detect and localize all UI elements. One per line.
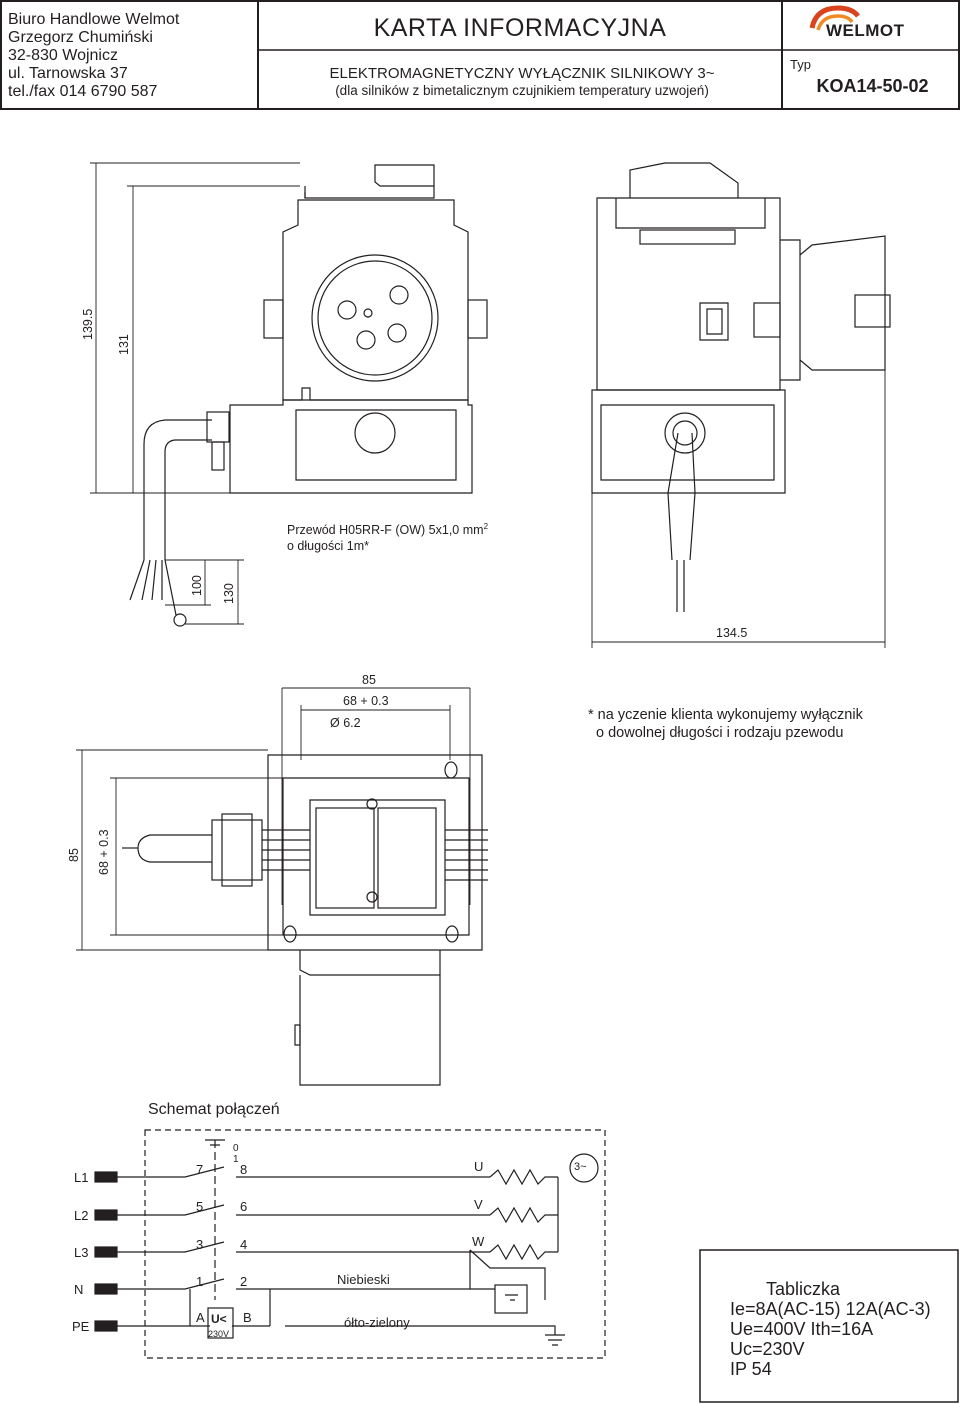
line-l1: L1 bbox=[74, 1170, 89, 1185]
motor-phase-w: W bbox=[472, 1234, 485, 1249]
cable-length-label: o długości 1m* bbox=[287, 539, 369, 553]
plate-line-3: Uc=230V bbox=[730, 1339, 805, 1359]
contact-3: 3 bbox=[196, 1237, 204, 1252]
wiring-schematic bbox=[94, 1129, 606, 1359]
wire-blue-label: Niebieski bbox=[337, 1272, 390, 1287]
plate-line-1: Ie=8A(AC-15) 12A(AC-3) bbox=[730, 1299, 931, 1319]
plate-line-2: Ue=400V Ith=16A bbox=[730, 1319, 874, 1339]
dim-139-5: 139.5 bbox=[81, 308, 95, 340]
line-n: N bbox=[74, 1282, 84, 1297]
plate-title: Tabliczka bbox=[766, 1279, 841, 1299]
schematic-title: Schemat połączeń bbox=[148, 1101, 280, 1118]
company-line-2: Grzegorz Chumiński bbox=[8, 29, 153, 46]
motor-symbol: 3~ bbox=[574, 1161, 587, 1173]
welmot-logo-icon bbox=[809, 5, 860, 31]
company-line-1: Biuro Handlowe Welmot bbox=[8, 11, 180, 28]
plate-line-4: IP 54 bbox=[730, 1359, 772, 1379]
contact-2: 2 bbox=[240, 1274, 248, 1289]
dim-130: 130 bbox=[222, 583, 236, 604]
dim-85-top: 85 bbox=[362, 673, 376, 687]
type-value: KOA14-50-02 bbox=[816, 76, 929, 96]
contact-6: 6 bbox=[240, 1199, 248, 1214]
logo-text: WELMOT bbox=[826, 21, 905, 40]
dim-100: 100 bbox=[190, 575, 204, 596]
front-view bbox=[129, 164, 488, 627]
coil-terminal-a: A bbox=[196, 1310, 205, 1325]
dim-131: 131 bbox=[117, 334, 131, 355]
front-dimensions bbox=[90, 162, 300, 625]
side-view bbox=[591, 162, 891, 612]
wire-pe-label: ółto-zielony bbox=[344, 1315, 410, 1330]
motor-phase-v: V bbox=[474, 1197, 483, 1212]
dim-68-side: 68 + 0.3 bbox=[97, 829, 111, 875]
note-line-1: * na yczenie klienta wykonujemy wyłączni… bbox=[588, 707, 863, 723]
coil-terminal-b: B bbox=[243, 1310, 252, 1325]
contact-4: 4 bbox=[240, 1237, 248, 1252]
undervoltage-coil-label: U< bbox=[211, 1312, 227, 1326]
motor-phase-u: U bbox=[474, 1159, 484, 1174]
company-line-4: ul. Tarnowska 37 bbox=[8, 65, 128, 82]
company-line-3: 32-830 Wojnicz bbox=[8, 47, 118, 64]
line-l2: L2 bbox=[74, 1208, 89, 1223]
dim-68-top: 68 + 0.3 bbox=[343, 694, 389, 708]
contact-1: 1 bbox=[196, 1274, 204, 1289]
contact-7: 7 bbox=[196, 1162, 204, 1177]
contact-8: 8 bbox=[240, 1162, 248, 1177]
top-view bbox=[122, 687, 488, 1086]
type-label: Typ bbox=[790, 57, 811, 72]
dim-85-side: 85 bbox=[67, 848, 81, 862]
side-dimensions bbox=[591, 370, 886, 648]
product-subtitle-note: (dla silników z bimetalicznym czujnikiem… bbox=[335, 83, 709, 98]
product-subtitle: ELEKTROMAGNETYCZNY WYŁĄCZNIK SILNIKOWY 3… bbox=[329, 65, 715, 82]
coil-voltage: 230V bbox=[208, 1329, 230, 1339]
dim-hole: Ø 6.2 bbox=[330, 716, 361, 730]
line-l3: L3 bbox=[74, 1245, 89, 1260]
dim-134-5: 134.5 bbox=[716, 626, 748, 640]
page-title: KARTA INFORMACYJNA bbox=[373, 14, 667, 42]
top-dimensions bbox=[76, 749, 283, 951]
line-pe: PE bbox=[72, 1319, 90, 1334]
company-line-5: tel./fax 014 6790 587 bbox=[8, 83, 158, 100]
rating-plate-frame bbox=[699, 1249, 959, 1403]
contact-5: 5 bbox=[196, 1199, 204, 1214]
switch-position-0: 0 bbox=[233, 1143, 239, 1154]
cable-label: Przewód H05RR-F (OW) 5x1,0 mm2 bbox=[287, 522, 489, 538]
note-line-2: o dowolnej długości i rodzaju pzewodu bbox=[596, 725, 844, 741]
switch-position-1: 1 bbox=[233, 1154, 239, 1165]
